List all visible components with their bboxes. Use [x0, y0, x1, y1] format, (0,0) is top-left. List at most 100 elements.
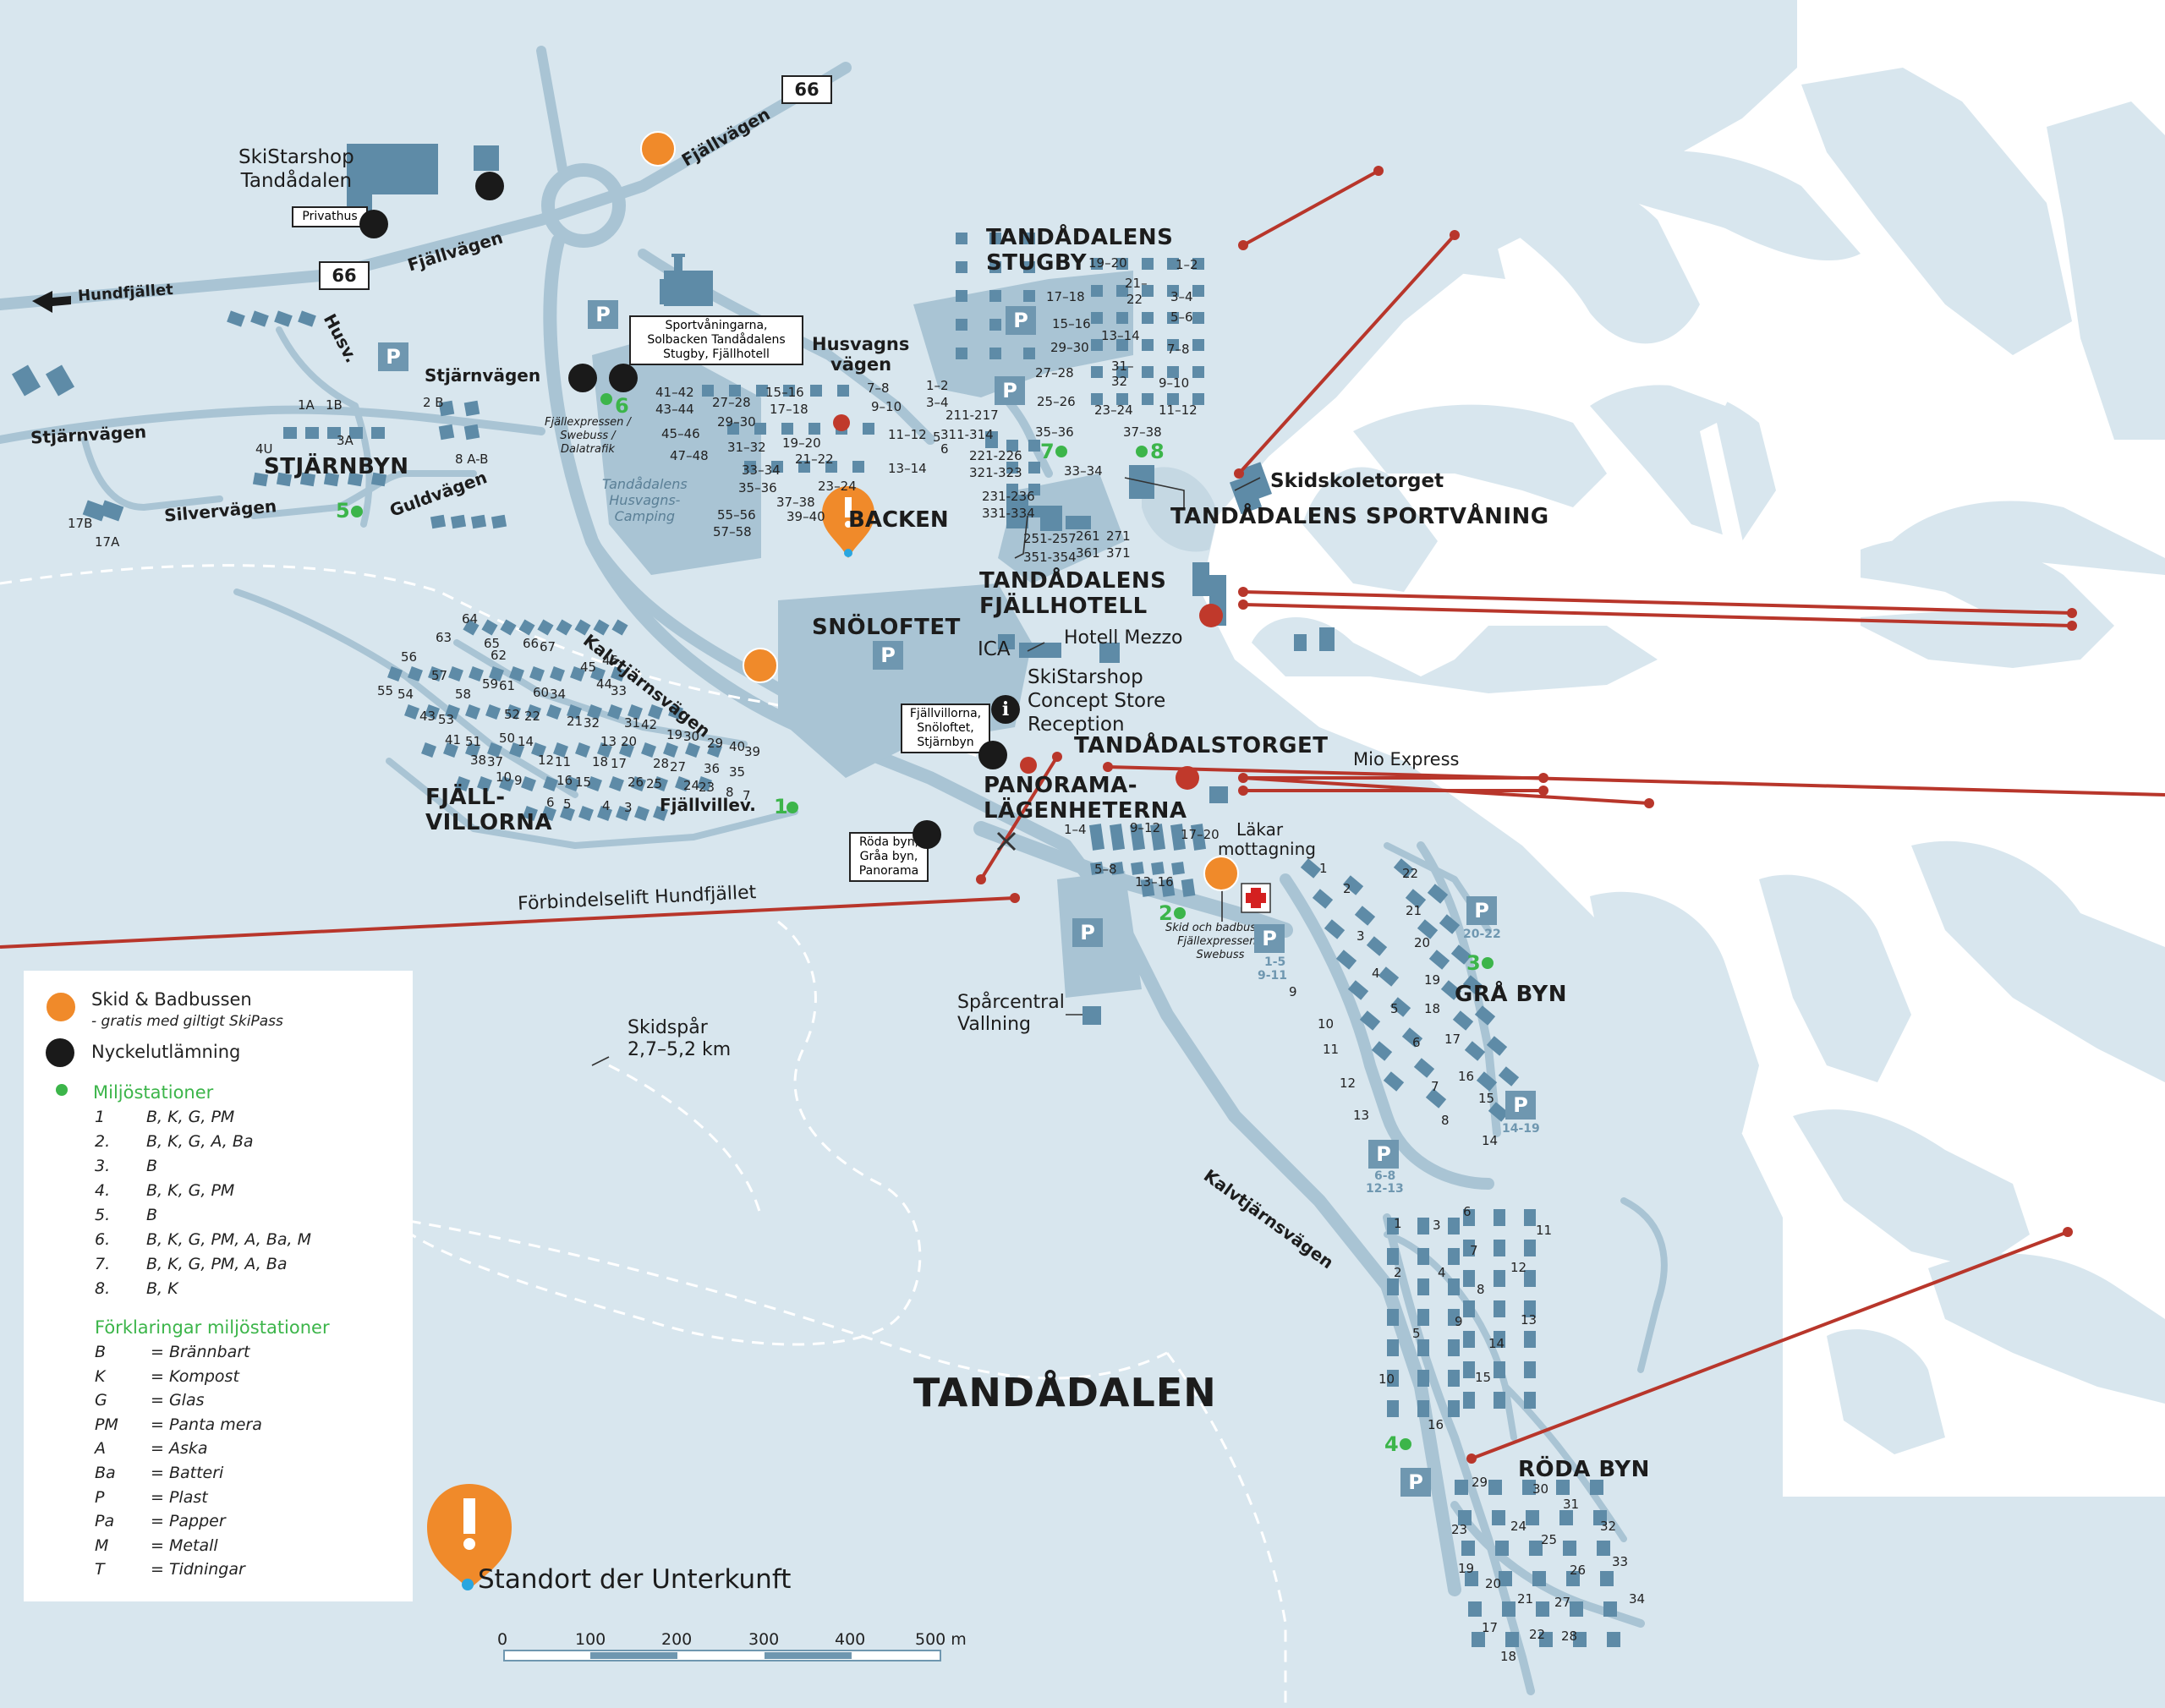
unit-number: 61: [499, 678, 516, 693]
area-sportvaning: TANDÅDALENS SPORTVÅNING: [1170, 504, 1549, 529]
unit-number: 15: [1478, 1091, 1495, 1106]
legend-miljo-codes: B, K, G, PM: [146, 1181, 235, 1200]
unit-number: 50: [499, 731, 516, 746]
unit-number: 12: [1510, 1260, 1527, 1275]
legend-forkl-value: = Kompost: [151, 1366, 239, 1386]
info-icon[interactable]: i: [991, 695, 1020, 724]
houses: [11, 233, 1620, 1647]
road-sign-66-upper-label: 66: [794, 79, 819, 100]
unit-number: 66: [523, 636, 540, 651]
bus-icon[interactable]: [743, 648, 778, 683]
place-camping-line-2: Husvagns-: [609, 492, 681, 508]
bus-stop-icon[interactable]: [568, 364, 597, 392]
road-sign-66-upper: [781, 75, 832, 104]
parking-sub-label: 20-22: [1463, 928, 1501, 941]
bus-icon[interactable]: [640, 131, 676, 167]
unit-number: 19: [666, 727, 683, 742]
unit-number: 21–22: [795, 452, 834, 467]
area-fjallhotell-line-2: FJÄLLHOTELL: [979, 594, 1148, 619]
area-stugby-line-2: STUGBY: [986, 250, 1088, 276]
legend-miljo-number: 8.: [95, 1279, 111, 1298]
legend-forkl-value: = Papper: [151, 1512, 226, 1531]
unit-number: 41: [445, 732, 462, 747]
legend-miljo-codes: B, K, G, PM, A, Ba: [146, 1255, 288, 1273]
parking-sub-label: 9-11: [1258, 969, 1288, 983]
unit-number: 24: [683, 778, 700, 793]
wifi-icon: [833, 414, 1223, 790]
unit-number: 60: [533, 685, 550, 700]
parking-icon: P: [378, 342, 408, 371]
place-skidspar-line-1: Skidspår: [628, 1017, 708, 1038]
station-number: 2: [1159, 901, 1173, 925]
unit-number: 13–16: [1135, 874, 1174, 890]
parking-icon: P: [1368, 1140, 1399, 1169]
unit-number: 37: [487, 754, 504, 769]
road-husvagnsvagen-line-2: vägen: [830, 354, 892, 375]
bus-icon[interactable]: [1203, 856, 1239, 891]
key-icon[interactable]: [978, 741, 1007, 769]
unit-number: 7: [1431, 1079, 1439, 1094]
legend-forkl-value: = Plast: [151, 1487, 208, 1507]
unit-number: 16: [1458, 1069, 1475, 1084]
unit-number: 32: [584, 715, 600, 731]
legend-miljo-number: 1: [95, 1108, 106, 1126]
station-dot: [600, 393, 612, 405]
parking-icon: P: [1466, 896, 1497, 925]
unit-number: 21–: [1125, 276, 1148, 291]
road-sign-66-lower-label: 66: [332, 266, 357, 286]
location-pin-small: [822, 486, 874, 558]
unit-number: 17–18: [770, 402, 808, 417]
unit-number: 18: [1424, 1001, 1441, 1016]
unit-number: 39: [744, 744, 761, 759]
unit-number: 32: [1111, 374, 1128, 389]
unit-number: 5–8: [1094, 862, 1117, 877]
unit-number: 28: [653, 756, 670, 771]
lift-stations: [976, 166, 2077, 1464]
key-icon[interactable]: [359, 210, 388, 238]
unit-number: 11: [555, 754, 572, 769]
unit-number: 53: [438, 712, 455, 727]
station-dot: [1136, 446, 1148, 457]
lift-lines: [0, 169, 2165, 1460]
unit-number: 31–: [1111, 359, 1134, 374]
place-concept-store-line-3: Reception: [1028, 714, 1125, 736]
unit-number: 29–30: [1050, 340, 1089, 355]
unit-number: 36: [704, 761, 721, 776]
unit-number: 15: [575, 775, 592, 790]
unit-number: 17–18: [1046, 289, 1085, 304]
unit-number: 22: [524, 709, 541, 724]
unit-number: 28: [1561, 1629, 1578, 1644]
key-icon[interactable]: [609, 364, 638, 392]
unit-number: 6: [940, 441, 949, 457]
unit-number: 20: [621, 734, 638, 749]
scale-tick-label: 100: [575, 1630, 606, 1649]
place-camping-line-3: Camping: [614, 508, 676, 524]
parking-sub-label: 1-5: [1264, 955, 1286, 969]
unit-number: 52: [504, 707, 521, 722]
legend-forkl-key: Ba: [95, 1464, 116, 1482]
unit-number: 21: [567, 714, 584, 729]
legend-forkl-value: = Brännbart: [151, 1343, 250, 1361]
area-panorama-line-1: PANORAMA-: [984, 773, 1138, 798]
unit-number: 5: [563, 797, 572, 812]
key-icon[interactable]: [913, 820, 941, 849]
unit-number: 31–32: [727, 440, 766, 455]
unit-number: 18: [592, 754, 609, 769]
unit-number: 17: [1482, 1620, 1499, 1635]
scale-tick-label: 200: [661, 1630, 693, 1649]
unit-number: 19–20: [1088, 255, 1127, 271]
scale-tick-label: 500 m: [915, 1630, 967, 1649]
area-torget: TANDÅDALSTORGET: [1074, 733, 1329, 758]
unit-number: 1–4: [1064, 822, 1087, 837]
unit-number: 23: [699, 780, 715, 795]
unit-number: 16: [556, 773, 573, 788]
scale-tick-label: 0: [497, 1630, 508, 1649]
station-dot: [1174, 907, 1186, 919]
place-sparcentral-line-2: Vallning: [957, 1014, 1032, 1035]
unit-number: 26: [628, 775, 644, 790]
legend-forkl-value: = Metall: [151, 1536, 218, 1555]
